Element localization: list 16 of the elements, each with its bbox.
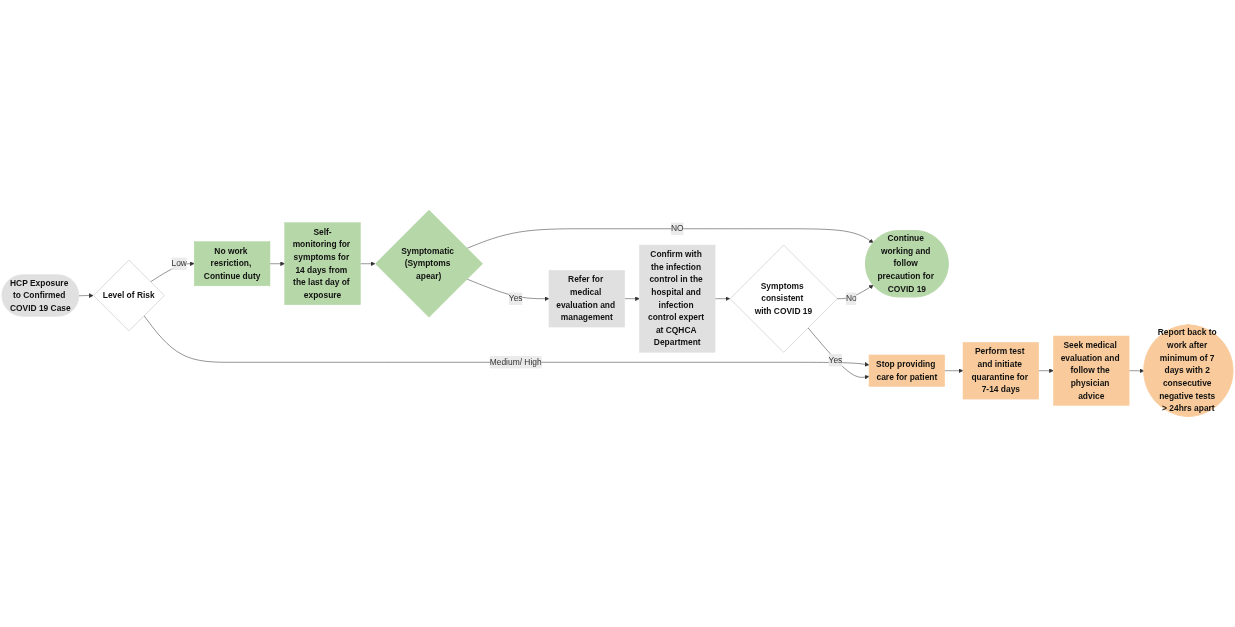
node-diamond: Level of Risk [93, 260, 165, 332]
node-diamond: Symptomatic (Symptoms apear) [375, 210, 483, 318]
node-box: Seek medical evaluation and follow the physician advice [1053, 335, 1130, 406]
node-box: Self-monitoring for symptoms for 14 days from the last day of exposure [284, 222, 361, 306]
node-box: Perform test and initiate quarantine for 7-14 days [962, 342, 1039, 400]
node-box: Refer for medical evaluation and management [548, 270, 625, 328]
edge-label: No [845, 294, 857, 304]
edge-label: NO [670, 224, 684, 234]
edge-label: Medium/ High [489, 357, 542, 367]
node-diamond: Symptoms consistent with COVID 19 [729, 245, 838, 353]
edge-label: Yes [828, 355, 843, 365]
edge-label: Yes [508, 294, 523, 304]
node-box: No work resriction, Continue duty [194, 241, 271, 287]
edge-label: Low [171, 259, 187, 269]
node-box: Stop providing care for patient [868, 354, 945, 387]
node-box: Confirm with the infection control in the hospital and infection control expert at CQHCA Department [639, 245, 716, 353]
